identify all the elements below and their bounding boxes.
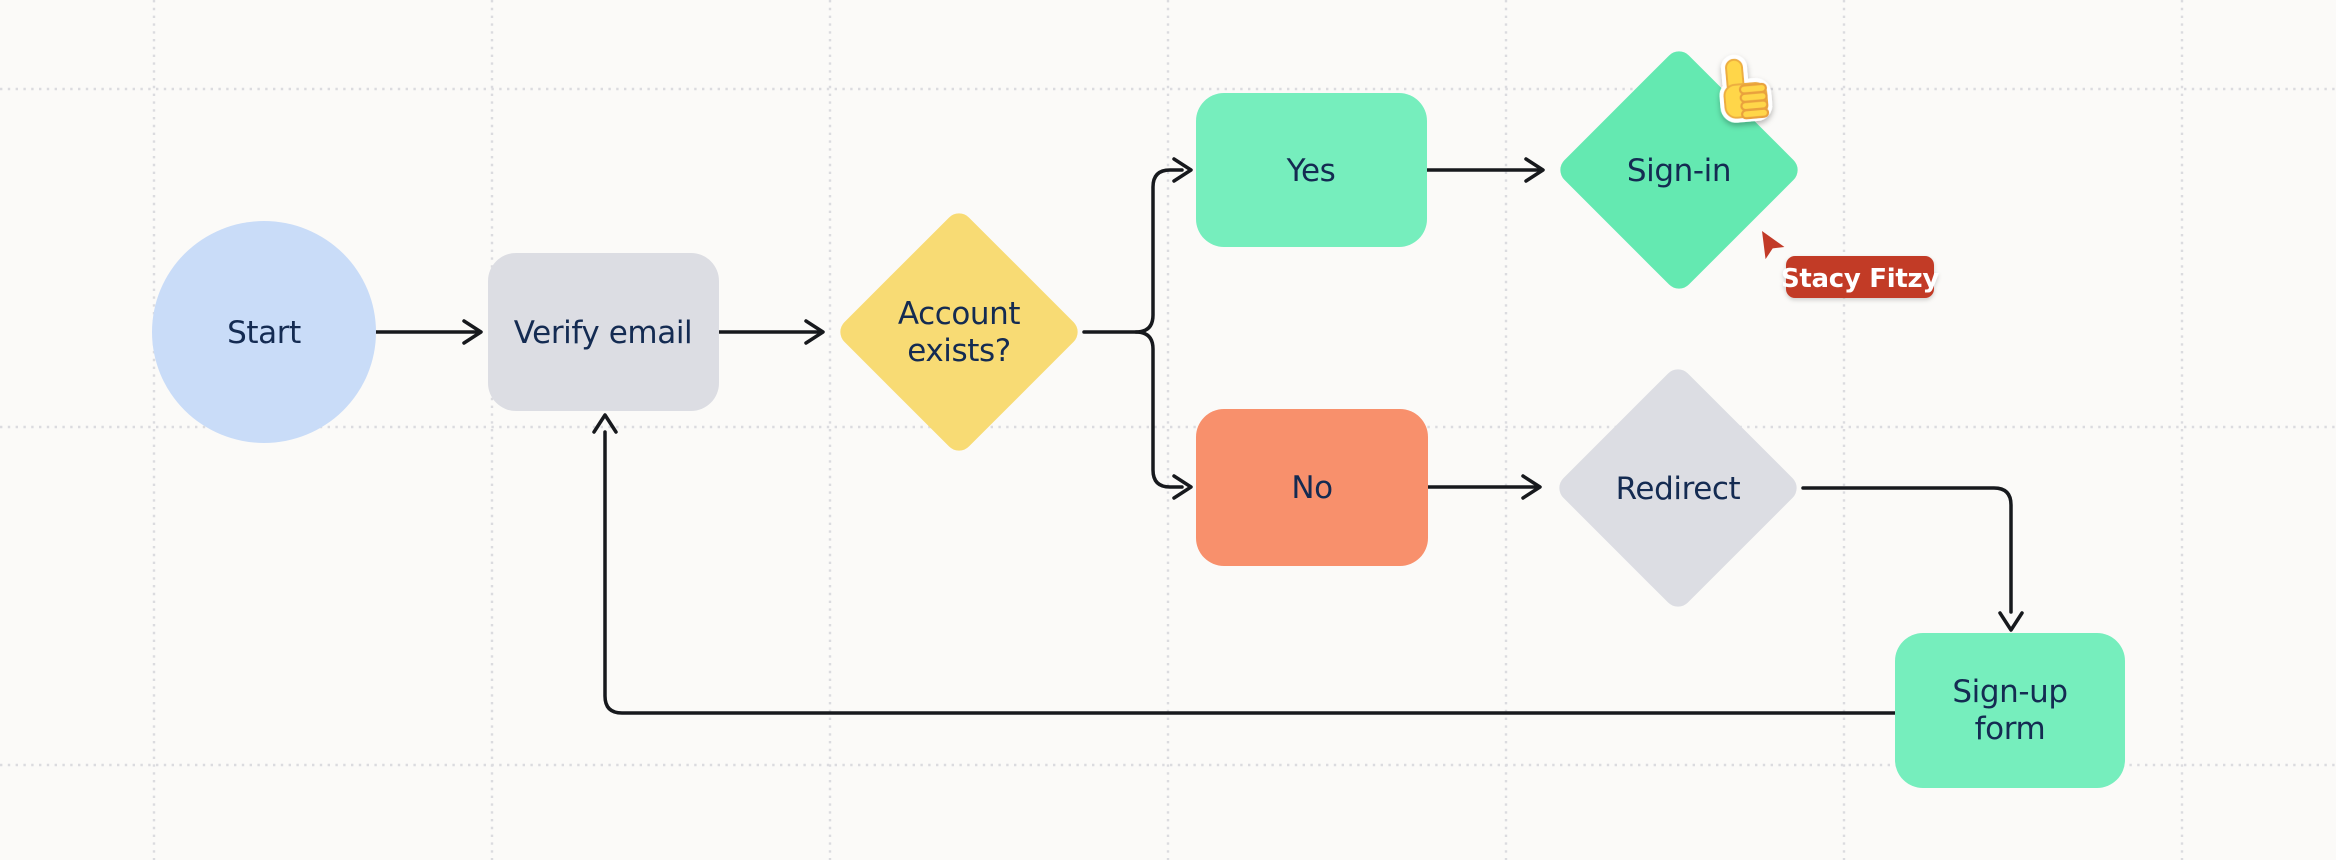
node-start[interactable]: Start xyxy=(152,221,376,443)
sign-up-form-rect[interactable] xyxy=(1895,633,2125,788)
node-verify-email[interactable]: Verify email xyxy=(488,253,719,411)
verify-email-label: Verify email xyxy=(514,315,693,351)
node-yes[interactable]: Yes xyxy=(1196,93,1427,247)
yes-rect[interactable] xyxy=(1196,93,1427,247)
connector-yes-to-signin[interactable] xyxy=(1425,157,1545,183)
account-exists-label-line1: Account xyxy=(898,296,1021,332)
redirect-label: Redirect xyxy=(1616,471,1741,507)
thumbs-up-icon[interactable] xyxy=(1719,54,1773,123)
connector-start-to-verify[interactable] xyxy=(374,319,483,345)
account-exists-diamond[interactable] xyxy=(835,208,1084,457)
start-label: Start xyxy=(227,315,301,351)
cursor-pointer-icon xyxy=(1762,231,1785,260)
sign-up-form-label-line2: form xyxy=(1975,711,2046,747)
sign-up-form-label-line1: Sign-up xyxy=(1952,674,2067,710)
connector-verify-to-account[interactable] xyxy=(717,319,825,345)
node-sign-up-form[interactable]: Sign-up form xyxy=(1895,633,2125,788)
cursor-user-name: Stacy Fitzy xyxy=(1781,264,1939,294)
connector-no-to-redirect[interactable] xyxy=(1426,474,1542,500)
no-label: No xyxy=(1291,470,1332,506)
connector-redirect-to-signup[interactable] xyxy=(1801,486,2024,632)
yes-label: Yes xyxy=(1286,153,1336,189)
connector-account-to-yes[interactable] xyxy=(1082,157,1193,334)
account-exists-label-line2: exists? xyxy=(907,333,1011,369)
node-account-exists[interactable]: Account exists? xyxy=(835,208,1084,457)
thumb-shapes xyxy=(1723,58,1770,120)
remote-cursor: Stacy Fitzy xyxy=(1762,231,1940,298)
connector-signup-to-verify[interactable] xyxy=(592,413,1897,715)
start-circle[interactable] xyxy=(152,221,376,443)
redirect-diamond[interactable] xyxy=(1554,364,1803,613)
no-rect[interactable] xyxy=(1196,409,1428,566)
connector-account-to-no[interactable] xyxy=(1134,330,1193,500)
verify-email-rect[interactable] xyxy=(488,253,719,411)
node-redirect[interactable]: Redirect xyxy=(1554,364,1803,613)
cursor-name-pill: Stacy Fitzy xyxy=(1781,256,1940,298)
sign-in-label: Sign-in xyxy=(1627,153,1731,189)
node-no[interactable]: No xyxy=(1196,409,1428,566)
